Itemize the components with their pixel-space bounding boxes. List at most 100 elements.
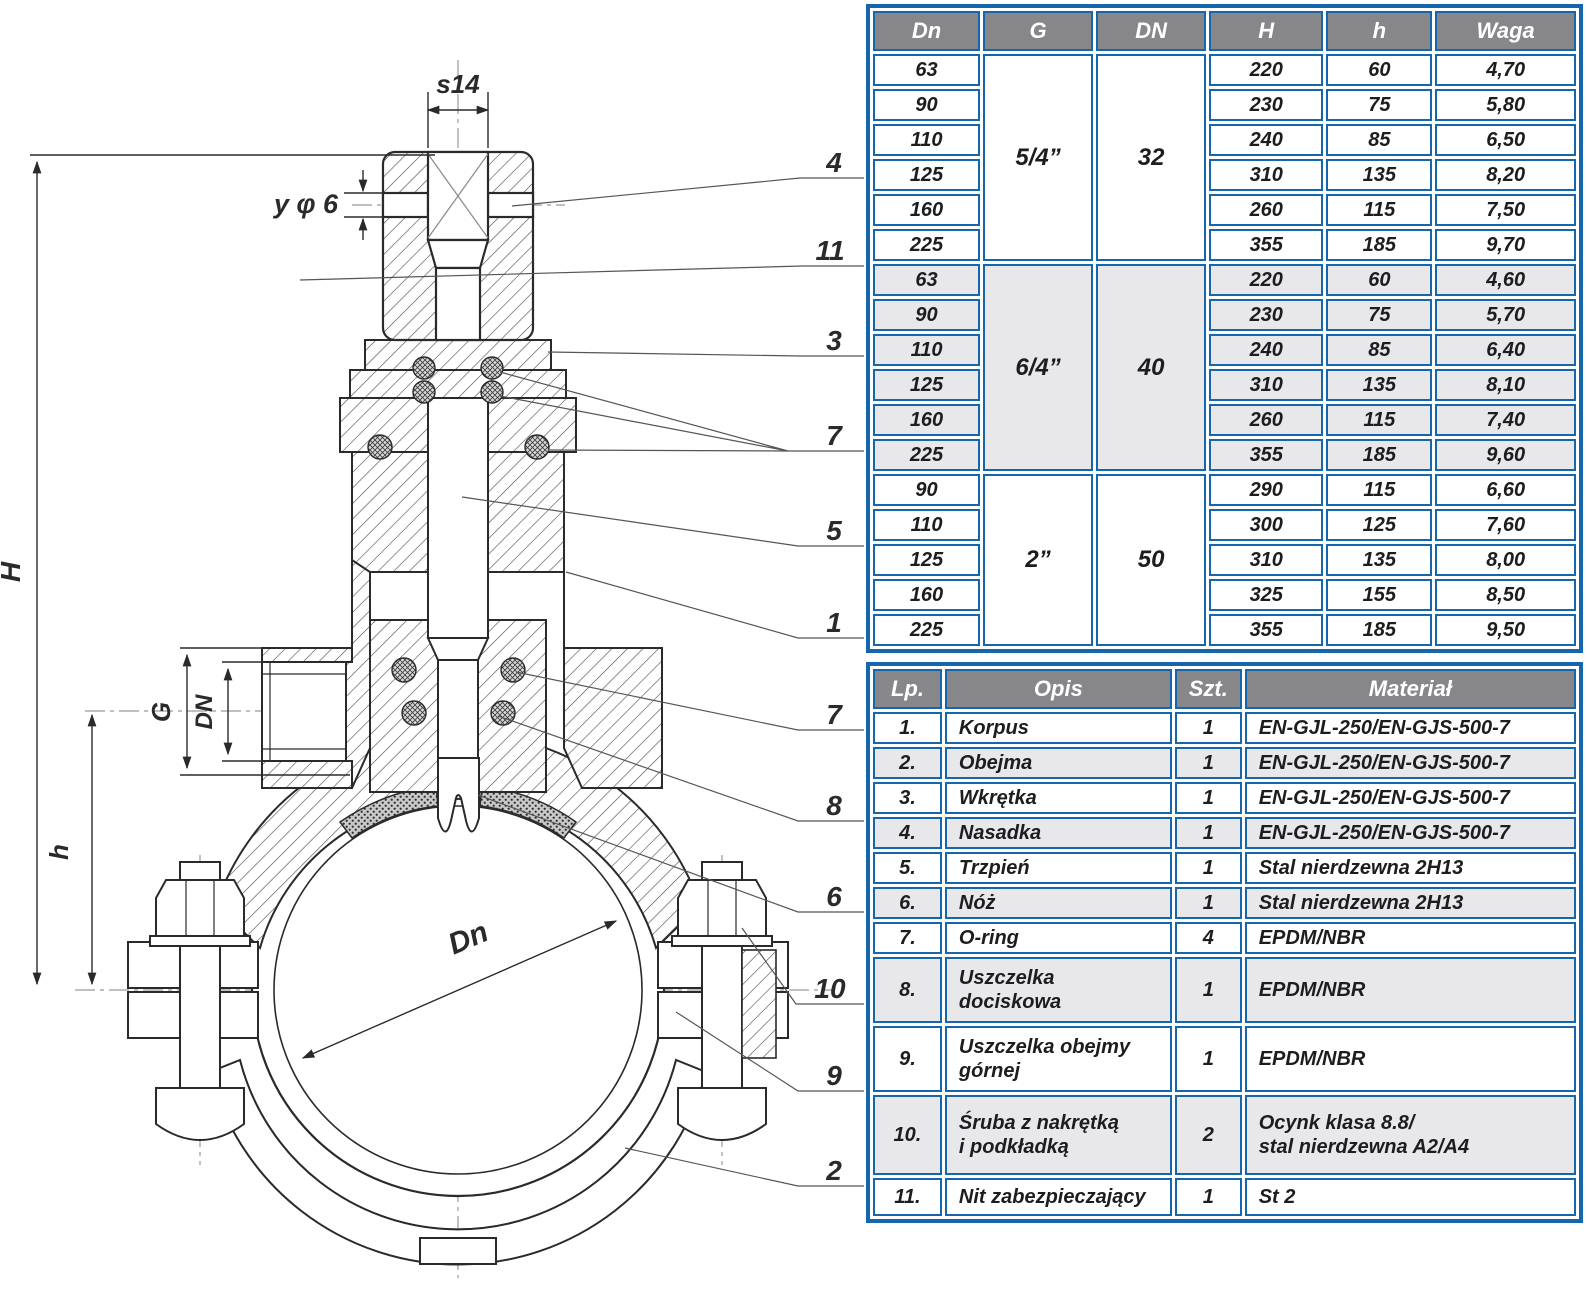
o-rings: [367, 356, 550, 726]
cell-waga: 9,70: [1435, 229, 1576, 261]
cell-h: 60: [1326, 54, 1433, 86]
cell-h: 135: [1326, 159, 1433, 191]
cell-dn: 125: [873, 369, 981, 401]
cell-H: 310: [1209, 544, 1324, 576]
label-DN: DN: [191, 694, 218, 729]
cell-material: Stal nierdzewna 2H13: [1244, 887, 1576, 919]
cell-material: EN-GJL-250/EN-GJS-500-7: [1244, 712, 1576, 744]
cell-h: 135: [1326, 544, 1433, 576]
cell-h: 135: [1326, 369, 1433, 401]
cell-waga: 7,60: [1435, 509, 1576, 541]
cell-szt: 1: [1174, 782, 1242, 814]
cell-lp: 1.: [873, 712, 942, 744]
cell-h: 185: [1326, 229, 1433, 261]
dimension-labels: s14 y φ 6 H h G DN Dn: [0, 69, 493, 961]
cell-H: 240: [1209, 334, 1324, 366]
cell-H: 290: [1209, 474, 1324, 506]
cell-lp: 2.: [873, 747, 942, 779]
cell-szt: 1: [1174, 747, 1242, 779]
cell-g-group2: 6/4”: [983, 264, 1094, 471]
cell-opis: Nóż: [944, 887, 1172, 919]
cell-opis: Uszczelka dociskowa: [944, 957, 1172, 1023]
cell-lp: 4.: [873, 817, 942, 849]
cell-szt: 1: [1174, 1178, 1242, 1216]
cell-lp: 8.: [873, 957, 942, 1023]
col-header-h-up: H: [1209, 11, 1324, 51]
cell-h: 75: [1326, 89, 1433, 121]
cell-waga: 6,40: [1435, 334, 1576, 366]
cell-h: 85: [1326, 124, 1433, 156]
cell-opis: Uszczelka obejmy górnej: [944, 1026, 1172, 1092]
cell-waga: 5,80: [1435, 89, 1576, 121]
cell-lp: 9.: [873, 1026, 942, 1092]
cell-lp: 5.: [873, 852, 942, 884]
cell-waga: 9,60: [1435, 439, 1576, 471]
cell-waga: 7,50: [1435, 194, 1576, 226]
cell-dn: 90: [873, 474, 981, 506]
table-row: 63 6/4” 40 220 60 4,60: [873, 264, 1576, 471]
cell-H: 220: [1209, 264, 1324, 296]
cell-h: 85: [1326, 334, 1433, 366]
cell-waga: 4,70: [1435, 54, 1576, 86]
col-header-dn2: DN: [1096, 11, 1207, 51]
cell-H: 355: [1209, 229, 1324, 261]
cell-lp: 11.: [873, 1178, 942, 1216]
cell-waga: 8,50: [1435, 579, 1576, 611]
col-header-szt: Szt.: [1174, 669, 1242, 709]
cell-h: 75: [1326, 299, 1433, 331]
parts-header-row: Lp. Opis Szt. Materiał: [873, 669, 1576, 709]
cell-lp: 6.: [873, 887, 942, 919]
label-y-phi6: y φ 6: [272, 189, 339, 219]
callout-leaders: [299, 177, 864, 1187]
cell-szt: 2: [1174, 1095, 1242, 1175]
cell-h: 125: [1326, 509, 1433, 541]
cell-dn: 110: [873, 124, 981, 156]
cell-g-group1: 5/4”: [983, 54, 1094, 261]
cell-lp: 10.: [873, 1095, 942, 1175]
table-row: 90 2” 50 290 115 6,60: [873, 474, 1576, 646]
cell-h: 115: [1326, 404, 1433, 436]
cell-szt: 1: [1174, 817, 1242, 849]
cell-szt: 4: [1174, 922, 1242, 954]
cell-H: 355: [1209, 439, 1324, 471]
col-header-material: Materiał: [1244, 669, 1576, 709]
cell-dn: 160: [873, 579, 981, 611]
cell-H: 300: [1209, 509, 1324, 541]
label-h: h: [44, 844, 74, 860]
cell-waga: 4,60: [1435, 264, 1576, 296]
cell-waga: 6,50: [1435, 124, 1576, 156]
cell-szt: 1: [1174, 1026, 1242, 1092]
knife: [437, 757, 480, 833]
cell-H: 260: [1209, 404, 1324, 436]
cell-H: 325: [1209, 579, 1324, 611]
cell-dn: 63: [873, 264, 981, 296]
cell-material: EPDM/NBR: [1244, 957, 1576, 1023]
pipe-inner-circle: [273, 805, 643, 1175]
cell-waga: 8,00: [1435, 544, 1576, 576]
col-header-h-lo: h: [1326, 11, 1433, 51]
callout-2: 2: [825, 1155, 842, 1186]
cell-waga: 5,70: [1435, 299, 1576, 331]
col-header-opis: Opis: [944, 669, 1172, 709]
dimensions-table: Dn G DN H h Waga 63 5/4” 32 220 60 4,70 …: [866, 4, 1583, 653]
cell-waga: 7,40: [1435, 404, 1576, 436]
cell-opis: Obejma: [944, 747, 1172, 779]
cell-H: 240: [1209, 124, 1324, 156]
cell-szt: 1: [1174, 712, 1242, 744]
col-header-dn: Dn: [873, 11, 981, 51]
cell-H: 310: [1209, 369, 1324, 401]
cell-szt: 1: [1174, 887, 1242, 919]
callout-3: 3: [826, 325, 842, 356]
